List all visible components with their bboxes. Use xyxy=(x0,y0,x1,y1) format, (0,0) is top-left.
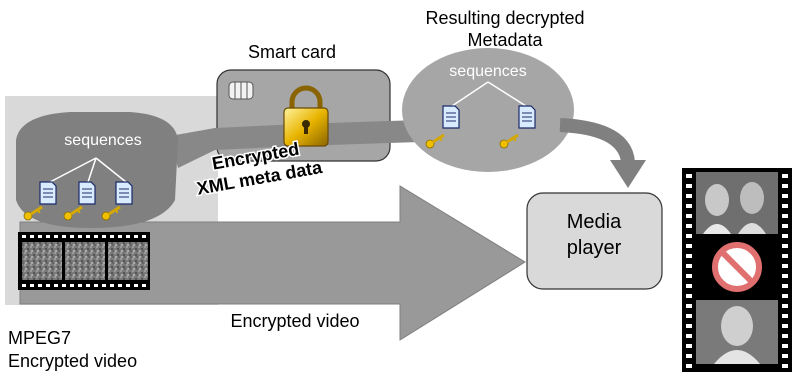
video-frame xyxy=(696,300,778,364)
encrypted-video-arrow xyxy=(19,185,526,341)
video-arrow-label: Encrypted video xyxy=(230,311,359,331)
media-player-line2: player xyxy=(567,237,622,259)
no-entry-icon xyxy=(712,242,762,292)
output-film-strip xyxy=(682,168,792,372)
source-seq-label: sequences xyxy=(64,132,141,149)
document-icon xyxy=(115,181,133,205)
lock-icon xyxy=(283,85,329,147)
metadata-title-line1: Resulting decrypted xyxy=(425,8,584,28)
metadata-tree xyxy=(451,81,527,107)
document-icon xyxy=(518,105,536,129)
document-icon xyxy=(39,181,57,205)
metadata-seq-label: sequences xyxy=(449,63,526,80)
document-icon xyxy=(442,105,460,129)
metadata-ellipse: sequences xyxy=(402,48,574,172)
smart-card-title: Smart card xyxy=(248,42,336,62)
document-icon xyxy=(78,181,96,205)
media-player-line1: Media xyxy=(567,211,622,233)
blocked-frame xyxy=(696,238,778,296)
media-player: Media player xyxy=(526,192,663,290)
source-caption-line1: MPEG7 xyxy=(8,328,71,348)
source-caption-line2: Encrypted video xyxy=(8,351,137,371)
sequence-tree xyxy=(49,157,127,183)
metadata-title-line2: Metadata xyxy=(467,30,543,50)
source-sequences-ellipse: sequences xyxy=(16,112,178,228)
video-frame xyxy=(696,172,778,234)
encrypted-film-strip xyxy=(18,232,150,290)
metadata-to-player-arrow xyxy=(559,118,646,188)
chip-icon xyxy=(228,81,254,100)
